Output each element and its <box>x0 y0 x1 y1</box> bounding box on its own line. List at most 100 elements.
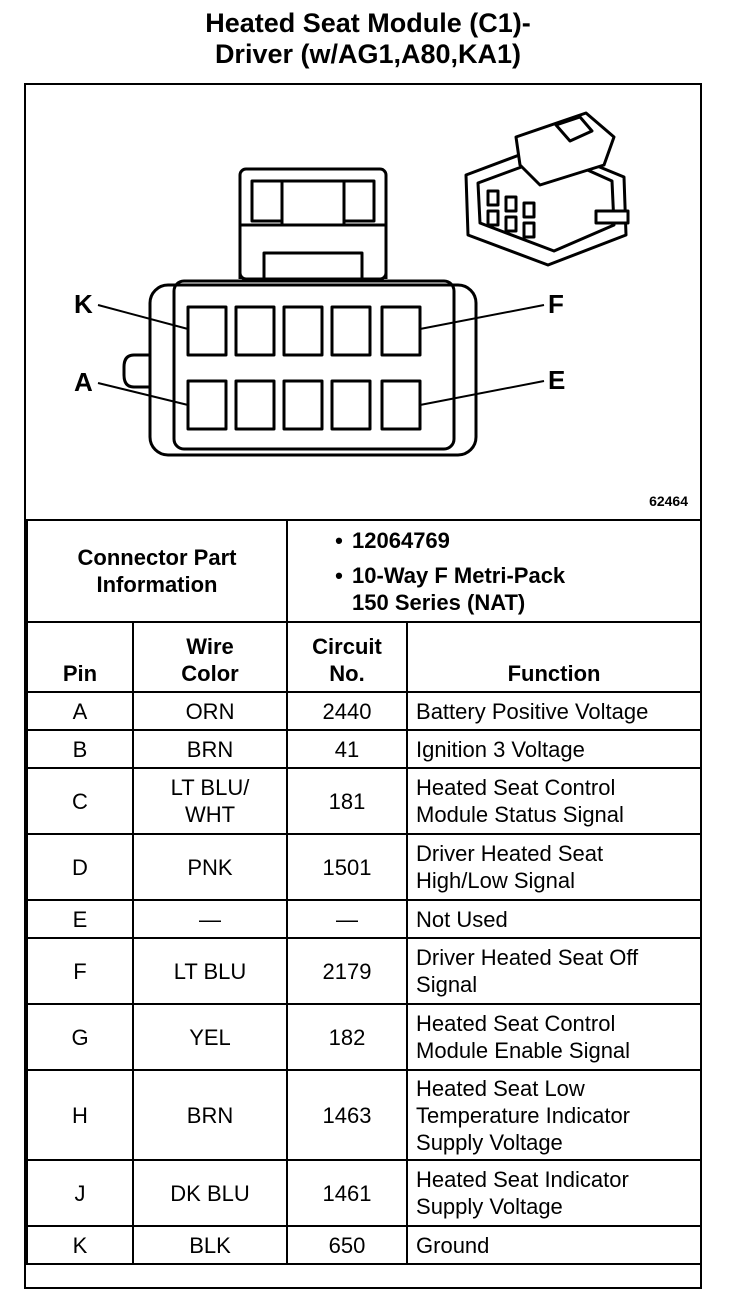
leader-k <box>97 304 189 330</box>
cavity-top-2 <box>234 305 276 357</box>
cell-circuit-text: — <box>336 906 359 932</box>
cell-pin-text: H <box>72 1102 88 1128</box>
cell-wire-color: BLK <box>131 1225 289 1265</box>
cell-wire-color-text: BRN <box>186 736 234 762</box>
connector-isometric <box>464 111 630 267</box>
cell-circuit: 1461 <box>286 1159 409 1227</box>
cell-circuit-text: 650 <box>328 1232 366 1258</box>
cell-circuit: 1501 <box>286 833 409 901</box>
cell-wire-color-text: YEL <box>189 1024 231 1050</box>
connector-info-row: Connector Part Information •12064769 •10… <box>25 519 703 623</box>
cell-function: Ignition 3 Voltage <box>406 729 703 769</box>
cell-pin: H <box>26 1069 134 1161</box>
cell-wire-color: BRN <box>131 729 289 769</box>
header-circuit-line-1: Circuit <box>312 634 382 659</box>
cavity-bottom-4 <box>330 379 372 431</box>
cell-pin-text: F <box>73 958 87 984</box>
cell-wire-color-text: WHT <box>184 802 236 827</box>
cell-circuit-text: 181 <box>328 788 366 814</box>
cell-function-text: Supply Voltage <box>416 1129 563 1155</box>
connector-face-drawing: K A F E <box>74 111 630 457</box>
pin-label-f: F <box>548 289 564 319</box>
cell-circuit-text: 1461 <box>322 1180 372 1206</box>
cell-function-text: Ground <box>416 1232 490 1258</box>
latch-tab-left <box>250 179 284 223</box>
cavity-bottom-2 <box>234 379 276 431</box>
cell-circuit: — <box>286 899 409 939</box>
cell-pin: B <box>26 729 134 769</box>
header-wire-color-line-2: Color <box>181 661 239 686</box>
connector-info-label-line-1: Connector Part <box>77 545 237 570</box>
cell-wire-color-text: LT BLU <box>173 958 247 984</box>
cell-circuit: 2179 <box>286 937 409 1005</box>
cell-circuit-text: 1463 <box>322 1102 372 1128</box>
leader-e <box>419 380 545 406</box>
cell-function-text: Heated Seat Indicator <box>416 1167 629 1192</box>
cell-pin-text: D <box>72 854 88 880</box>
cell-circuit: 2440 <box>286 691 409 731</box>
connector-series: 150 Series (NAT) <box>352 589 526 615</box>
header-pin: Pin <box>26 621 134 693</box>
cell-circuit-text: 2179 <box>322 958 372 984</box>
cavity-e <box>380 379 422 431</box>
cavity-top-3 <box>282 305 324 357</box>
table-row: E——Not Used <box>26 899 703 939</box>
cell-function-text: Not Used <box>416 906 508 932</box>
cavity-k <box>186 305 228 357</box>
latch-base <box>262 251 364 281</box>
header-function: Function <box>406 621 703 693</box>
cell-pin: C <box>26 767 134 835</box>
cell-pin-text: B <box>72 736 88 762</box>
cell-function-text: Signal <box>416 972 478 997</box>
connector-body <box>172 279 456 451</box>
cell-pin-text: J <box>74 1180 86 1206</box>
cell-function-text: Driver Heated Seat <box>416 841 604 866</box>
cell-pin-text: G <box>71 1024 89 1050</box>
pin-label-k: K <box>74 289 93 319</box>
leader-f <box>419 304 545 330</box>
header-circuit-line-2: No. <box>329 661 365 686</box>
pin-label-a: A <box>74 367 93 397</box>
header-wire-color: Wire Color <box>131 621 289 693</box>
cell-pin: G <box>26 1003 134 1071</box>
cell-function: Battery Positive Voltage <box>406 691 703 731</box>
cell-wire-color-text: PNK <box>187 854 233 880</box>
connector-diagram: K A F E 62464 <box>26 85 700 519</box>
cell-function-text: Driver Heated Seat Off <box>416 945 639 970</box>
cell-wire-color-text: — <box>199 906 221 932</box>
connector-info-label: Connector Part Information <box>25 519 289 623</box>
cell-pin: J <box>26 1159 134 1227</box>
cell-wire-color: YEL <box>131 1003 289 1071</box>
latch-tab-right <box>342 179 376 223</box>
cell-wire-color: — <box>131 899 289 939</box>
cell-circuit-text: 1501 <box>322 854 372 880</box>
cell-function-text: Module Status Signal <box>416 802 624 827</box>
table-header-row: Pin Wire Color Circuit No. Function <box>26 621 703 693</box>
cell-function-text: Battery Positive Voltage <box>416 698 649 724</box>
cell-function-text: High/Low Signal <box>416 868 575 893</box>
title-line-1: Heated Seat Module (C1)- <box>205 8 531 38</box>
bullet-icon: • <box>335 562 343 588</box>
title-line-2: Driver (w/AG1,A80,KA1) <box>214 39 522 69</box>
cell-wire-color-text: ORN <box>185 698 235 724</box>
cell-circuit-text: 182 <box>328 1024 366 1050</box>
cell-function-text: Temperature Indicator <box>416 1102 631 1128</box>
cell-function-text: Module Enable Signal <box>416 1038 631 1063</box>
cavity-bottom-3 <box>282 379 324 431</box>
cell-wire-color-text: LT BLU/ <box>170 775 250 800</box>
bullet-icon: • <box>335 527 343 553</box>
cell-circuit: 650 <box>286 1225 409 1265</box>
cell-pin-text: A <box>72 698 88 724</box>
latch-center <box>280 179 346 227</box>
cell-wire-color: BRN <box>131 1069 289 1161</box>
